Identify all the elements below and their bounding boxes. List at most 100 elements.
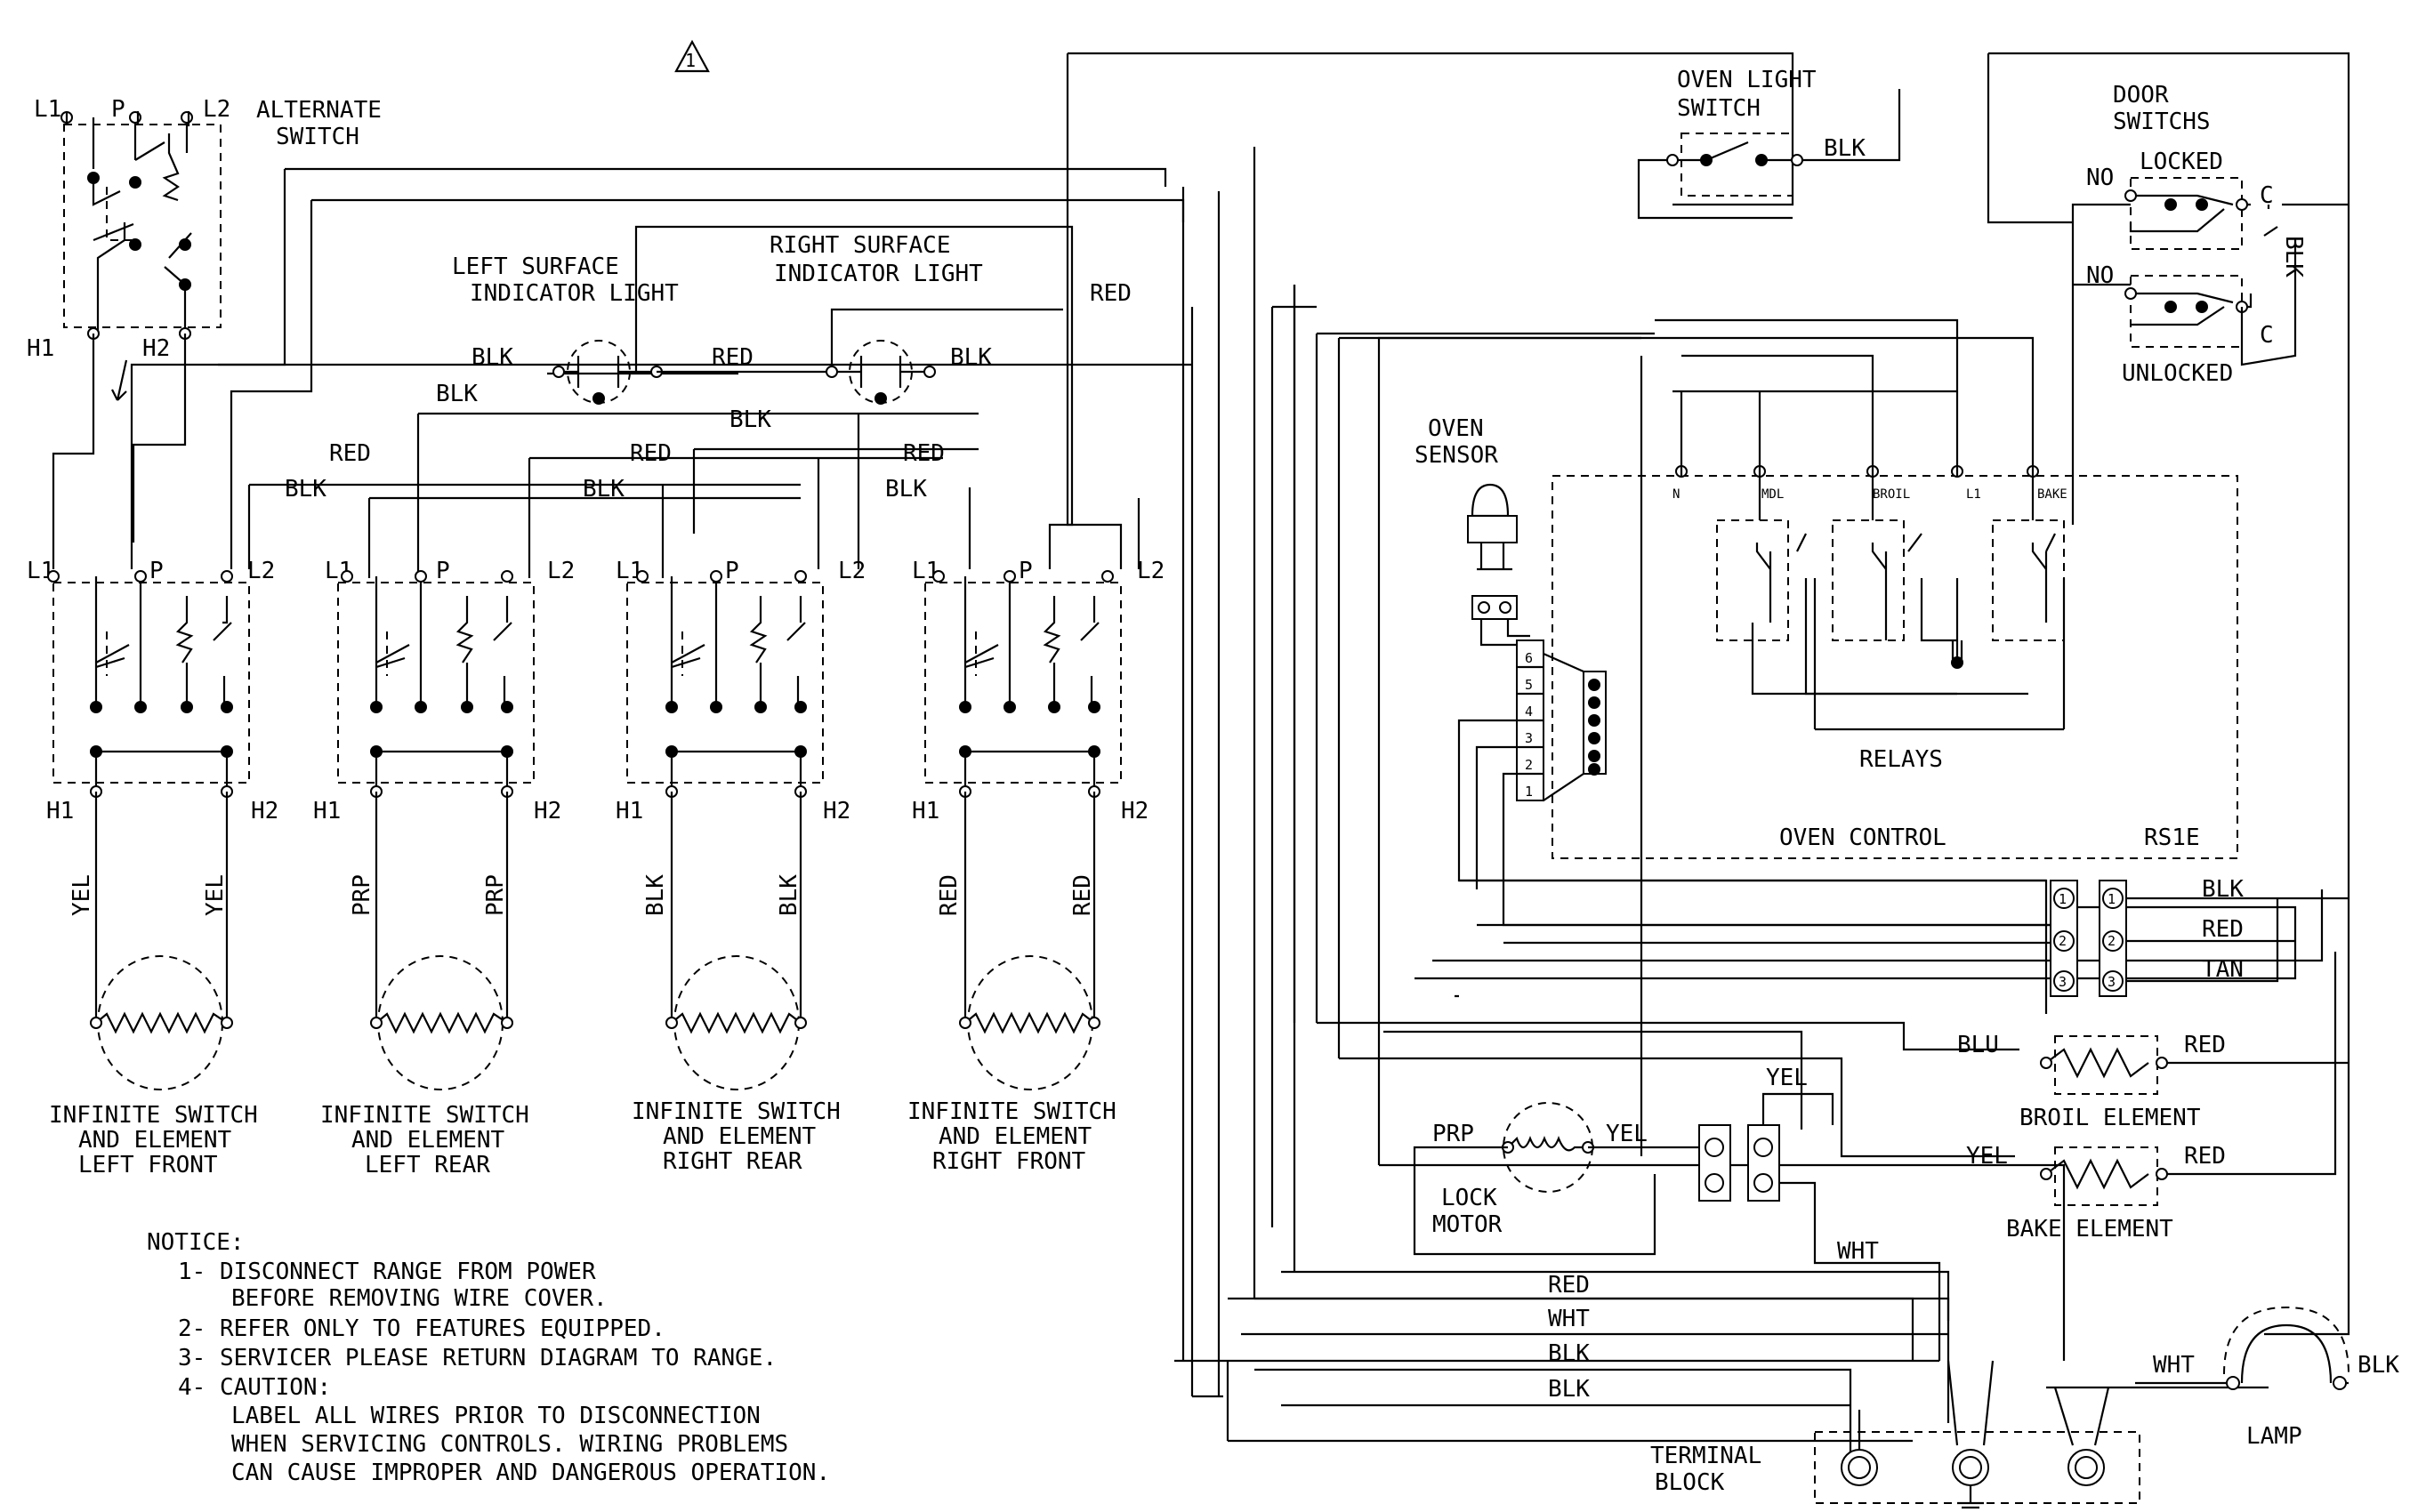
rr-label-3: RIGHT REAR — [663, 1148, 802, 1175]
main-harness — [1174, 147, 2324, 1443]
conn-pin-4: 4 — [1525, 704, 1533, 720]
rr-terminal-l2: L2 — [838, 558, 866, 584]
door-switches: DOOR SWITCHS LOCKED UNLOCKED NO NO C C B… — [1987, 52, 2350, 1336]
left-indicator-label-2: INDICATOR LIGHT — [470, 280, 679, 307]
lf-terminal-h2: H2 — [251, 798, 278, 824]
rf-terminal-h1: H1 — [912, 798, 939, 824]
oven-light-label-1: OVEN LIGHT — [1677, 67, 1817, 93]
door-no-1: NO — [2086, 165, 2114, 191]
door-locked-label: LOCKED — [2140, 149, 2223, 175]
left-indicator-label-1: LEFT SURFACE — [452, 253, 619, 280]
bottom-wire-blk-2: BLK — [1548, 1376, 1590, 1403]
oven-light-wire-blk: BLK — [1824, 135, 1866, 162]
lock-motor: PRP YEL LOCK MOTOR YEL WHT — [1413, 1065, 1941, 1361]
lr-label-1: INFINITE SWITCH — [320, 1102, 529, 1129]
left-indicator-wire-blk-2: BLK — [436, 381, 478, 407]
conn-pin-1: 1 — [1525, 784, 1533, 800]
infinite-switch-right-rear: L1 P L2 H1 H2 BLK BLK INFINITE SWITCH AN… — [616, 558, 866, 1175]
notice-line-4c: CAN CAUSE IMPROPER AND DANGEROUS OPERATI… — [231, 1460, 830, 1486]
rr-terminal-h1: H1 — [616, 798, 643, 824]
relays-label: RELAYS — [1859, 746, 1943, 773]
oven-control-model: RS1E — [2144, 824, 2200, 851]
oven-sensor: OVEN SENSOR — [1415, 415, 1530, 647]
lf-label-2: AND ELEMENT — [78, 1127, 232, 1154]
lock-wire-wht: WHT — [1837, 1238, 1879, 1265]
lr-wire-left: PRP — [349, 874, 375, 916]
alt-terminal-l2: L2 — [203, 96, 230, 123]
bottom-wire-blk-1: BLK — [1548, 1340, 1590, 1367]
pin-n: N — [1672, 487, 1680, 502]
lf-wire-left: YEL — [69, 874, 95, 916]
oven-control: OVEN CONTROL RS1E RELAYS N MDL BROIL L1 … — [1377, 318, 2238, 1165]
alt-terminal-p: P — [111, 96, 125, 123]
right-indicator-label-1: RIGHT SURFACE — [770, 232, 951, 259]
lf-wire-right: YEL — [202, 874, 229, 916]
right-surface-indicator-light: RIGHT SURFACE INDICATOR LIGHT BLK RED BL… — [657, 232, 1132, 433]
conn-pin-5: 5 — [1525, 677, 1533, 693]
door-c-2: C — [2260, 322, 2274, 349]
conn-a-2: 2 — [2059, 933, 2067, 949]
oven-light-switch: OVEN LIGHT SWITCH BLK — [1637, 67, 1901, 220]
rr-wire-left: BLK — [642, 874, 669, 916]
broil-element: BLU RED BROIL ELEMENT — [1957, 1032, 2349, 1131]
alt-terminal-l1: L1 — [34, 96, 61, 123]
wire-label-blk-1: BLK — [285, 476, 326, 503]
lock-motor-label-1: LOCK — [1441, 1185, 1497, 1211]
lf-terminal-p: P — [149, 558, 164, 584]
conn-pin-2: 2 — [1525, 757, 1533, 773]
lock-motor-wire-yel: YEL — [1606, 1121, 1648, 1147]
oven-harness-labels: BLK RED TAN 1 2 3 1 2 3 — [2050, 876, 2349, 997]
rf-label-1: INFINITE SWITCH — [907, 1098, 1116, 1125]
door-label-1: DOOR — [2113, 82, 2169, 109]
left-surface-indicator-light: LEFT SURFACE INDICATOR LIGHT BLK BLK RED — [436, 253, 754, 407]
alt-terminal-h2: H2 — [142, 335, 170, 362]
pin-l1: L1 — [1966, 487, 1981, 502]
notice: NOTICE: 1- DISCONNECT RANGE FROM POWER B… — [147, 1229, 830, 1486]
door-wire-blk: BLK — [2280, 236, 2307, 277]
notice-line-4: 4- CAUTION: — [178, 1374, 331, 1401]
lock-wire-yel: YEL — [1766, 1065, 1808, 1091]
rf-wire-left: RED — [936, 874, 963, 916]
bottom-wire-wht: WHT — [1548, 1306, 1590, 1332]
lamp-wire-wht: WHT — [2153, 1352, 2195, 1379]
lamp-wire-blk: BLK — [2358, 1352, 2399, 1379]
notice-heading: NOTICE: — [147, 1229, 245, 1256]
lr-terminal-l2: L2 — [547, 558, 575, 584]
lr-terminal-h2: H2 — [534, 798, 561, 824]
oven-sensor-label-1: OVEN — [1428, 415, 1484, 442]
lr-wire-right: PRP — [482, 874, 509, 916]
broil-wire-red: RED — [2184, 1032, 2226, 1058]
rr-wire-right: BLK — [776, 874, 802, 916]
right-indicator-wire-red: RED — [1090, 280, 1132, 307]
alt-switch-label-1: ALTERNATE — [256, 97, 382, 124]
revision-mark: 1 — [674, 39, 710, 73]
lf-terminal-l2: L2 — [247, 558, 275, 584]
left-indicator-wire-red: RED — [712, 344, 754, 371]
bundle-wire-tan: TAN — [2202, 956, 2244, 983]
broil-element-label: BROIL ELEMENT — [2019, 1105, 2201, 1131]
infinite-switch-left-rear: L1 P L2 H1 H2 PRP PRP INFINITE SWITCH AN… — [313, 558, 575, 1178]
infinite-switch-left-front: L1 P L2 H1 H2 YEL YEL INFINITE SWITCH AN… — [27, 558, 278, 1178]
notice-line-2: 2- REFER ONLY TO FEATURES EQUIPPED. — [178, 1315, 665, 1342]
rf-terminal-p: P — [1019, 558, 1033, 584]
lr-label-3: LEFT REAR — [365, 1152, 490, 1178]
lf-label-3: LEFT FRONT — [78, 1152, 218, 1178]
terminal-block: TERMINAL BLOCK — [1650, 1360, 2269, 1509]
right-indicator-wire-blk: BLK — [950, 344, 992, 371]
bottom-wire-red: RED — [1548, 1272, 1590, 1299]
bake-wire-yel: YEL — [1966, 1143, 2008, 1170]
rf-label-2: AND ELEMENT — [939, 1123, 1092, 1150]
alt-switch-label-2: SWITCH — [276, 124, 359, 150]
conn-b-3: 3 — [2108, 974, 2116, 990]
left-indicator-wire-blk: BLK — [472, 344, 513, 371]
right-indicator-wire-blk-2: BLK — [729, 406, 771, 433]
rf-wire-right: RED — [1069, 874, 1096, 916]
conn-a-3: 3 — [2059, 974, 2067, 990]
pin-bake: BAKE — [2037, 487, 2067, 502]
notice-line-1b: BEFORE REMOVING WIRE COVER. — [231, 1285, 608, 1312]
oven-light-label-2: SWITCH — [1677, 95, 1761, 122]
lf-terminal-h1: H1 — [46, 798, 74, 824]
infinite-switch-right-front: L1 P L2 H1 H2 RED RED INFINITE SWITCH AN… — [907, 558, 1165, 1175]
rr-label-1: INFINITE SWITCH — [632, 1098, 841, 1125]
